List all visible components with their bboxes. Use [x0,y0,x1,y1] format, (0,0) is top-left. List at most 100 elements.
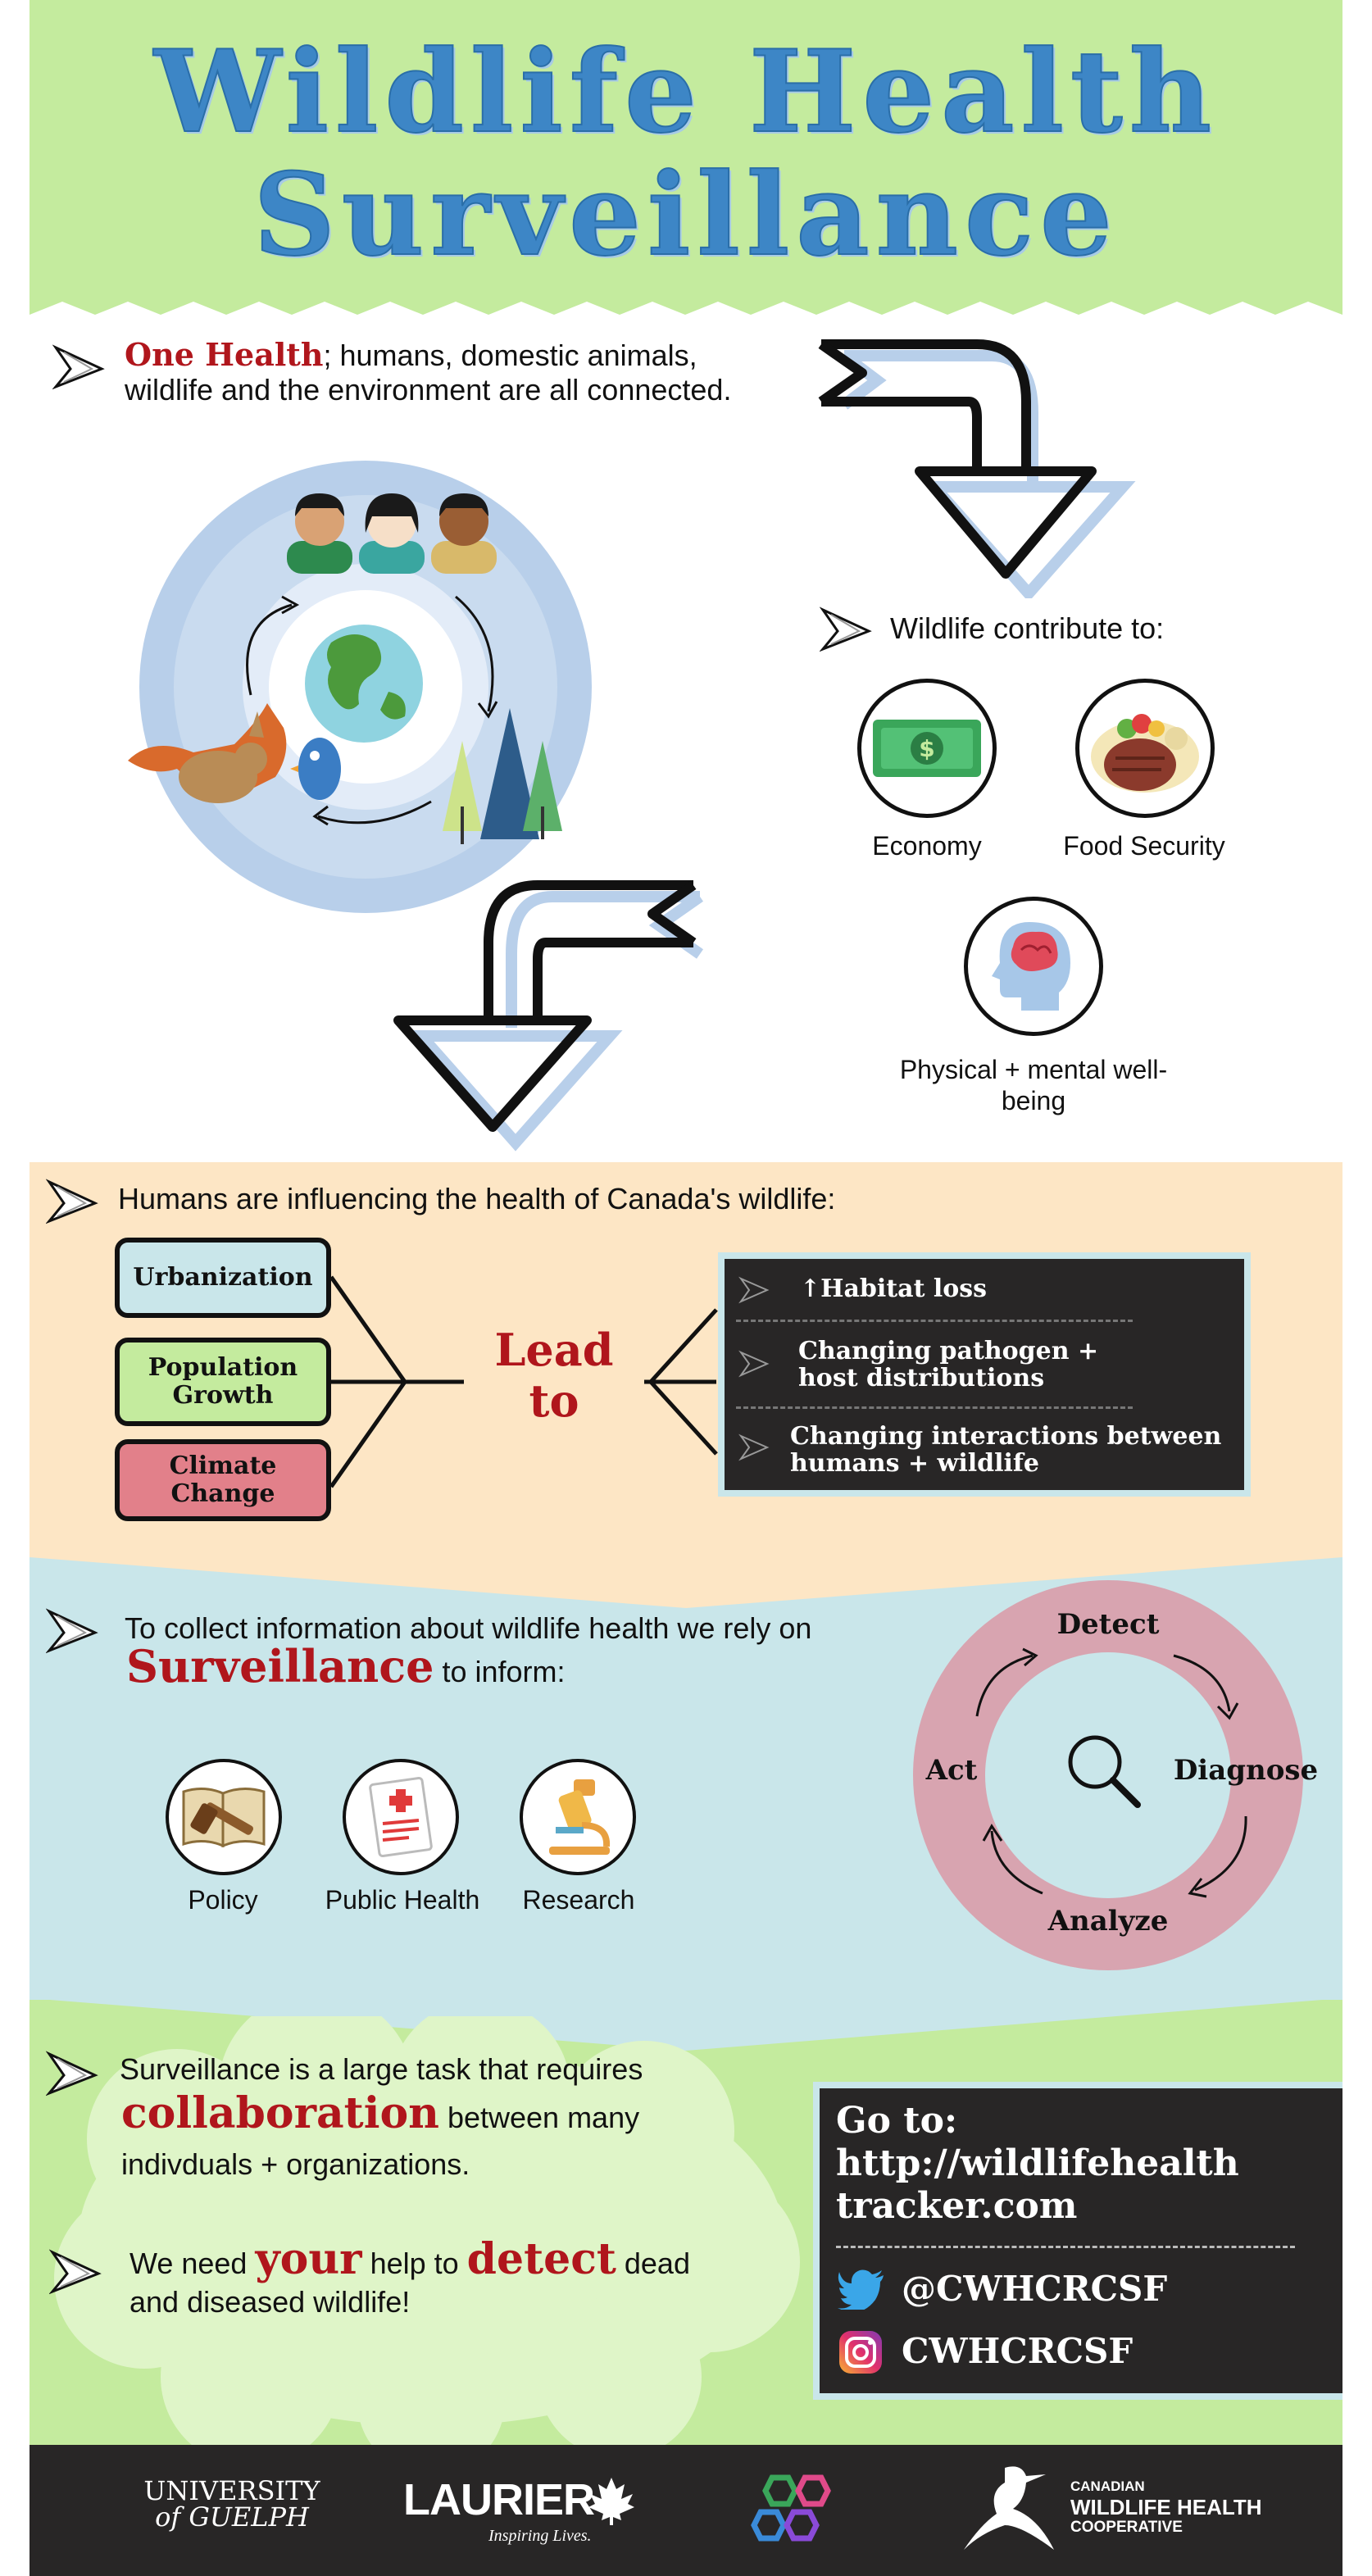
collab-keyword: collaboration [121,2088,439,2138]
blue-notch [30,1998,1342,2051]
surveillance-line: Surveillance to inform: [126,1644,864,1689]
food-plate-icon [1091,714,1199,793]
instagram-icon[interactable] [838,2329,884,2375]
effect-interactions: Changing interactions between humans + w… [790,1422,1222,1478]
influence-intro: Humans are influencing the health of Can… [118,1182,836,1215]
goto-label: Go to: [836,2100,958,2142]
lead-to-label: Lead to [464,1324,644,1426]
surveillance-intro: To collect information about wildlife he… [125,1611,812,1645]
surveillance-cycle [913,1580,1303,1970]
hexagon-logo-icon [751,2474,831,2542]
magnifier-icon [1068,1735,1141,1808]
public-health-label: Public Health [325,1885,480,1915]
one-health-label: One Health [125,336,324,373]
cycle-analyze: Analyze [1047,1905,1169,1938]
food-security-label: Food Security [1063,831,1225,861]
maple-leaf-icon [588,2478,634,2525]
collab-post: between many [438,2101,640,2134]
cwhc-line-3: COOPERATIVE [1070,2519,1183,2536]
flow-arrow-down-right [818,339,1136,598]
goto-box: Go to: http://wildlifehealth tracker.com… [813,2082,1342,2400]
laurier-tagline: Inspiring Lives. [488,2527,592,2545]
effect-pathogen: Changing pathogen + host distributions [798,1337,1099,1392]
guelph-line-1: UNIVERSITY [143,2475,320,2506]
help-line: We need your help to detect dead [129,2238,802,2281]
surveillance-keyword: Surveillance [126,1640,434,1692]
pointer-icon [738,1433,770,1461]
collab-pre: Surveillance is a large task that requir… [120,2052,643,2086]
collab-line: collaboration between many [121,2092,793,2135]
guelph-logo: UNIVERSITY of GUELPH [138,2478,326,2530]
one-health-description: ; humans, domestic animals, wildlife and… [125,338,732,407]
earth-icon [305,625,423,743]
wellbeing-label: Physical + mental well-being [899,1055,1168,1115]
wellbeing-circle [964,897,1103,1036]
pointer-icon [738,1350,770,1378]
help-detect: detect [466,2234,616,2284]
pointer-icon [46,2051,98,2097]
cycle-act: Act [925,1754,978,1787]
flow-arrow-down-left [393,880,704,1152]
footer-logos: UNIVERSITY of GUELPH LAURIER Inspiring L… [30,2445,1342,2576]
cycle-diagnose: Diagnose [1173,1754,1319,1787]
pointer-icon [738,1276,770,1304]
zigzag-edge [30,302,1342,328]
title-band: Wildlife Health Surveillance [30,0,1342,320]
cause-climate-change: Climate Change [115,1439,331,1521]
help-your: your [255,2234,362,2284]
pointer-icon [46,1608,98,1654]
one-health-text: One Health; humans, domestic animals, wi… [125,338,780,407]
divider [836,2246,1295,2248]
trees-icon [443,708,562,844]
goto-url-2[interactable]: tracker.com [836,2185,1078,2227]
peach-notch [30,1557,1342,1608]
instagram-handle[interactable]: CWHCRCSF [902,2331,1133,2371]
help-mid: help to [361,2247,467,2280]
research-circle [520,1759,636,1875]
economy-circle: $ [857,679,997,818]
research-label: Research [522,1885,635,1915]
collab-line3: indivduals + organizations. [121,2147,470,2181]
pointer-icon [52,344,105,390]
heron-icon [964,2466,1054,2550]
economy-label: Economy [872,831,982,861]
svg-text:$: $ [919,735,934,762]
influence-section: Humans are influencing the health of Can… [30,1162,1342,1572]
effects-box: ↑Habitat loss Changing pathogen + host d… [718,1252,1251,1497]
infographic-frame: Wildlife Health Surveillance One Health;… [30,0,1342,2576]
cause-urbanization: Urbanization [115,1238,331,1318]
cause-population-growth: Population Growth [115,1338,331,1426]
policy-label: Policy [188,1885,258,1915]
twitter-icon[interactable] [838,2269,887,2310]
food-security-circle [1075,679,1215,818]
policy-circle [166,1759,282,1875]
cwhc-logo: CANADIAN WILDLIFE HEALTH COOPERATIVE [1070,2478,1261,2537]
help-pre: We need [129,2247,256,2280]
surveillance-after: to inform: [434,1655,566,1688]
cwhc-line-2: WILDLIFE HEALTH [1070,2495,1262,2519]
pointer-icon [46,1179,98,1224]
splash-shape [54,2016,800,2459]
guelph-line-2: of GUELPH [155,2501,309,2533]
divider [736,1406,1133,1409]
gavel-book-icon [182,1788,266,1848]
goto-url-1[interactable]: http://wildlifehealth [836,2142,1239,2184]
cycle-detect: Detect [1056,1608,1160,1641]
title-line-1: Wildlife Health [153,24,1219,159]
help-post: dead [616,2247,690,2280]
cwhc-line-1: CANADIAN [1070,2478,1145,2494]
collaboration-section: Surveillance is a large task that requir… [30,1998,1342,2467]
medical-report-icon [369,1776,433,1858]
pointer-icon [49,2249,102,2295]
twitter-handle[interactable]: @CWHCRCSF [902,2269,1168,2309]
animals-icon [128,703,341,803]
divider [736,1320,1133,1322]
brain-head-icon [992,922,1070,1011]
title-line-2: Surveillance [252,147,1119,282]
people-icon [287,493,497,574]
contribute-intro: Wildlife contribute to: [890,611,1165,645]
laurier-logo: LAURIER [403,2475,595,2524]
surveillance-section: To collect information about wildlife he… [30,1557,1342,2033]
microscope-icon [549,1779,611,1855]
